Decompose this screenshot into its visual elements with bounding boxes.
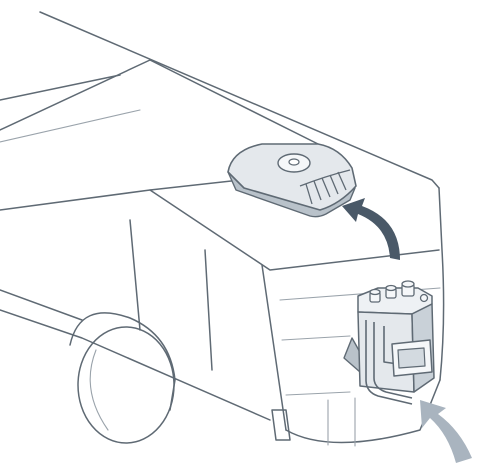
- bus-window-line: [0, 75, 120, 100]
- front-unit-plate-slot: [398, 348, 425, 368]
- bus-front-panel-3: [282, 336, 350, 340]
- bus-windshield: [262, 265, 286, 430]
- bus-skirt: [0, 310, 270, 420]
- arrow-up-icon: [342, 198, 400, 260]
- bus-headlight: [272, 410, 290, 440]
- bus-belt-line: [0, 110, 140, 142]
- bus-wheel: [78, 327, 174, 443]
- roof-unit-icon: [228, 144, 356, 217]
- front-unit-icon: [344, 281, 434, 404]
- bus-window-post-2: [205, 250, 212, 370]
- bus-window-post-1: [130, 220, 140, 330]
- roof-unit-dome-center: [289, 159, 299, 165]
- bus-side-line-1: [0, 290, 82, 320]
- bus-front-panel-2: [286, 392, 350, 395]
- bus-front-right: [439, 188, 444, 380]
- arrow-in-icon: [420, 400, 472, 463]
- bus-wheel-inner: [90, 350, 108, 430]
